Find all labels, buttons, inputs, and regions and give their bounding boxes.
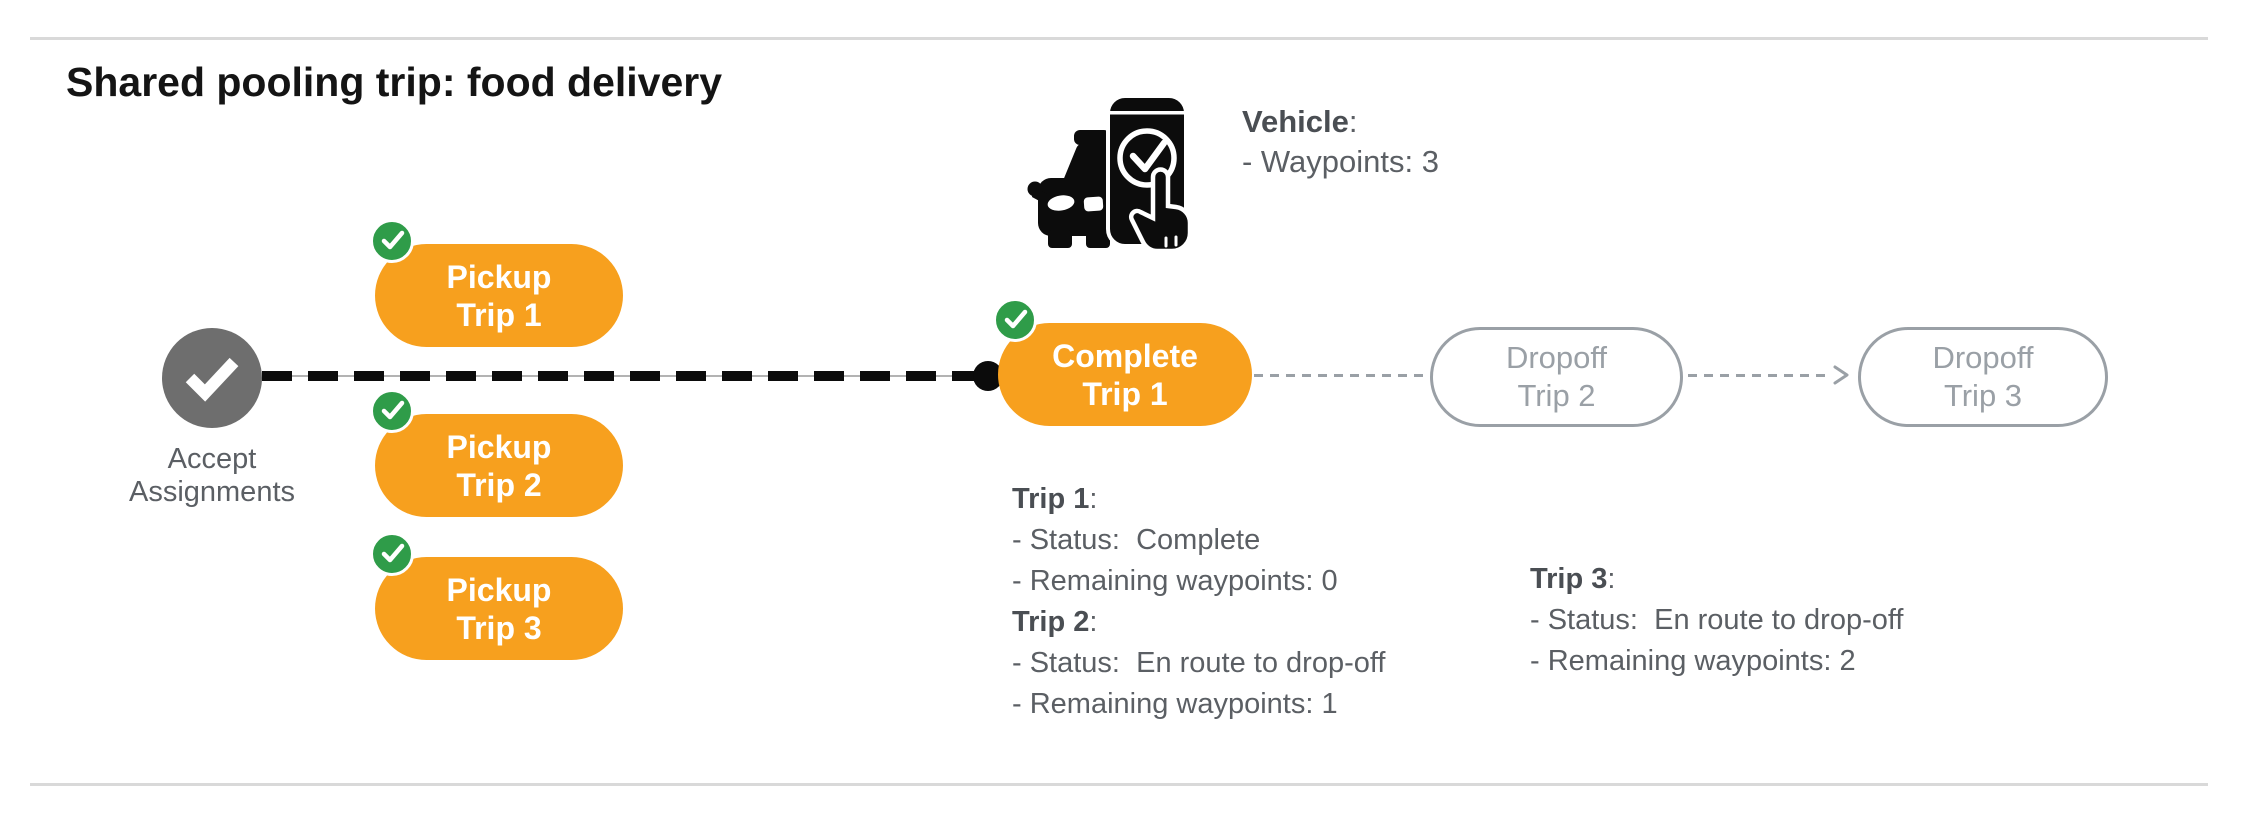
arrowhead-icon bbox=[1833, 365, 1849, 385]
accept-assignments-label: Accept Assignments bbox=[128, 443, 295, 508]
trip3-heading: Trip 3: bbox=[1530, 563, 1616, 595]
trip3-waypoints: - Remaining waypoints: 2 bbox=[1530, 645, 1856, 677]
trip2-waypoints: - Remaining waypoints: 1 bbox=[1012, 688, 1338, 720]
node-complete-trip-1: Complete Trip 1 bbox=[993, 298, 1252, 426]
page-title: Shared pooling trip: food delivery bbox=[66, 59, 723, 105]
node-pickup-trip-3: Pickup Trip 3 bbox=[370, 532, 623, 660]
status-block-trips-1-2: Trip 1: - Status: Complete - Remaining w… bbox=[1012, 479, 1385, 725]
check-badge-icon bbox=[370, 532, 414, 576]
vehicle-waypoints: - Waypoints: 3 bbox=[1242, 144, 1439, 179]
trip2-heading: Trip 2: bbox=[1012, 606, 1098, 638]
node-pickup-trip-2: Pickup Trip 2 bbox=[370, 389, 623, 517]
check-icon bbox=[185, 357, 239, 402]
trip1-heading: Trip 1: bbox=[1012, 483, 1098, 515]
trip1-waypoints: - Remaining waypoints: 0 bbox=[1012, 565, 1338, 597]
trip1-status: - Status: Complete bbox=[1012, 524, 1261, 556]
check-badge-icon bbox=[993, 298, 1037, 342]
accept-assignments-node bbox=[162, 328, 262, 428]
vehicle-phone-check-icon bbox=[1027, 94, 1193, 254]
route-dashed-line bbox=[262, 371, 975, 381]
check-badge-icon bbox=[370, 389, 414, 433]
connector-complete-to-dropoff2 bbox=[1254, 374, 1430, 377]
node-pickup-trip-1: Pickup Trip 1 bbox=[370, 219, 623, 347]
node-dropoff-trip-2: Dropoff Trip 2 bbox=[1430, 327, 1683, 427]
vehicle-heading: Vehicle: bbox=[1242, 104, 1358, 139]
trip2-status: - Status: En route to drop-off bbox=[1012, 647, 1386, 679]
check-badge-icon bbox=[370, 219, 414, 263]
status-block-trip-3: Trip 3: - Status: En route to drop-off -… bbox=[1530, 559, 1903, 682]
node-dropoff-trip-3: Dropoff Trip 3 bbox=[1858, 327, 2108, 427]
bottom-divider bbox=[30, 783, 2208, 786]
connector-dropoff2-to-dropoff3 bbox=[1688, 374, 1832, 377]
trip3-status: - Status: En route to drop-off bbox=[1530, 604, 1904, 636]
top-divider bbox=[30, 37, 2208, 40]
vehicle-caption: Vehicle: - Waypoints: 3 bbox=[1242, 102, 1439, 182]
